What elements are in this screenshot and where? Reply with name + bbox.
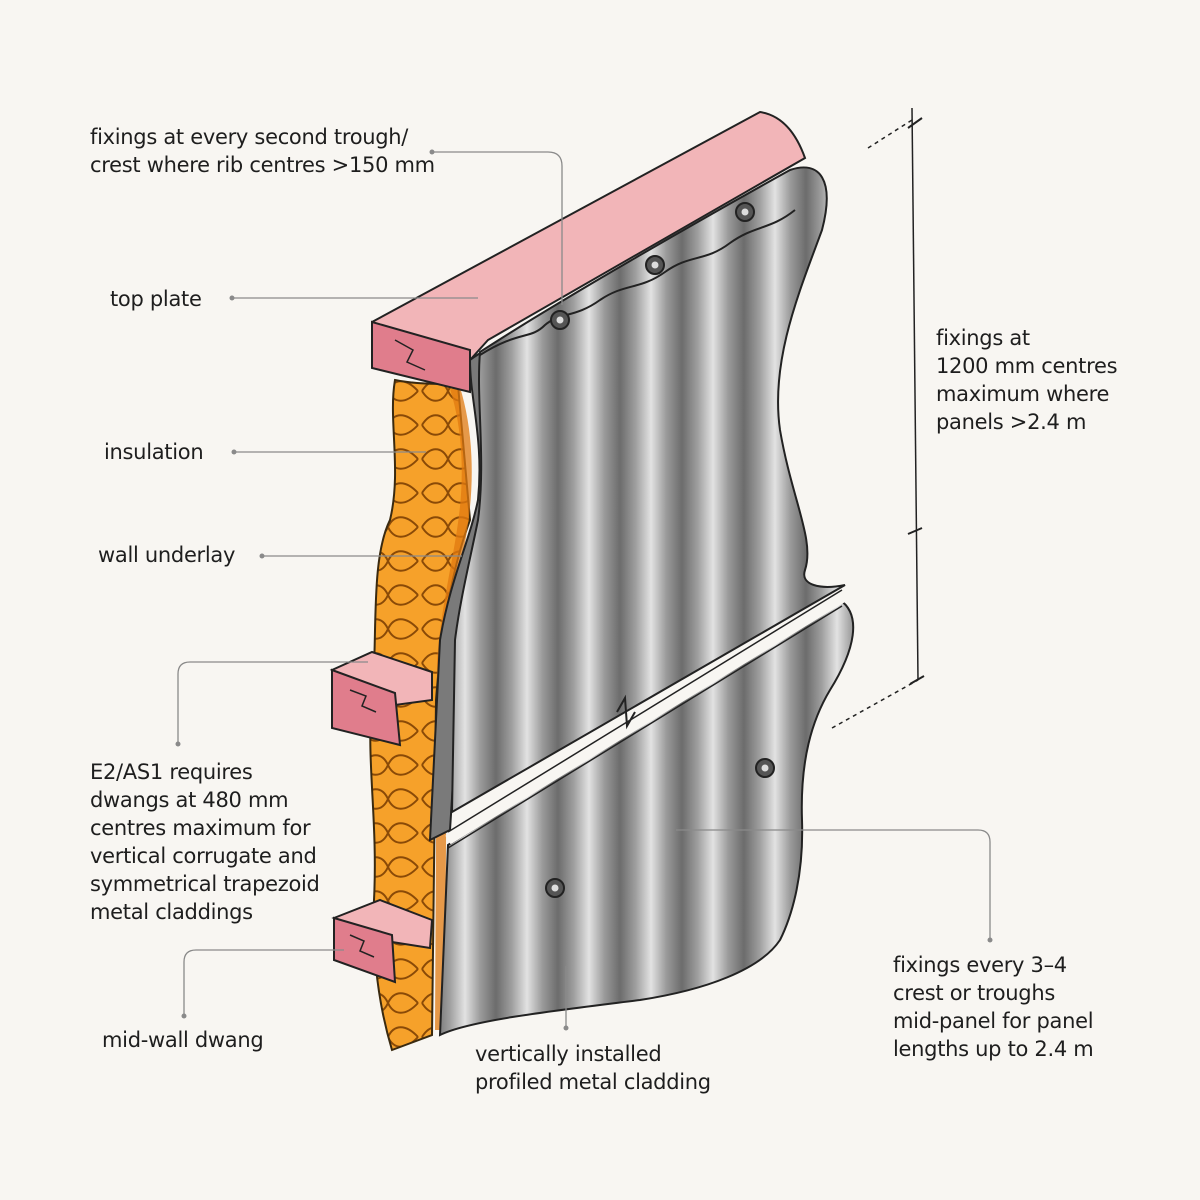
leader-lines — [177, 151, 991, 1028]
cladding-fixings — [545, 202, 775, 898]
mid-wall-dwang-timber — [331, 898, 434, 984]
label-top-plate: top plate — [110, 287, 202, 311]
label-cladding: vertically installed profiled metal clad… — [475, 1042, 711, 1094]
label-mid-wall-dwang: mid-wall dwang — [102, 1028, 264, 1052]
label-insulation: insulation — [104, 440, 204, 464]
dimension-line — [831, 107, 925, 729]
leader-fixings-every — [676, 829, 991, 940]
fixing-screw-icon — [645, 255, 665, 275]
fixing-screw-icon — [735, 202, 755, 222]
fixing-screw-icon — [755, 758, 775, 778]
label-wall-underlay: wall underlay — [98, 543, 236, 567]
fixing-screw-icon — [550, 310, 570, 330]
label-fixings-1200: fixings at 1200 mm centres maximum where… — [936, 326, 1118, 434]
top-plate-timber — [371, 110, 807, 394]
lower-cladding-panel — [438, 589, 855, 1037]
upper-dwang-timber — [329, 650, 433, 747]
label-dwang-requirement: E2/AS1 requires dwangs at 480 mm centres… — [90, 760, 320, 924]
label-fixings-trough: fixings at every second trough/ crest wh… — [90, 125, 435, 177]
fixing-screw-icon — [545, 878, 565, 898]
leader-endpoints — [175, 149, 993, 1031]
leader-fixings-trough — [432, 151, 563, 305]
leader-dwang-requirement — [177, 661, 368, 744]
leader-mid-wall-dwang — [183, 949, 344, 1016]
label-fixings-every: fixings every 3–4 crest or troughs mid-p… — [893, 953, 1094, 1061]
upper-cladding-panel — [450, 166, 846, 814]
